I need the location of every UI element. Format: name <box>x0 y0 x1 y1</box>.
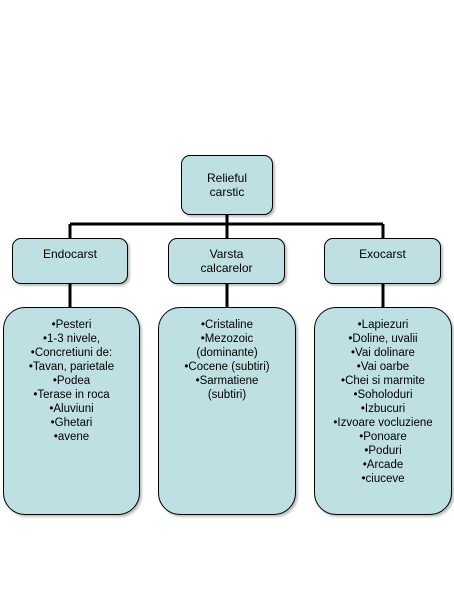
list-item: •Ponoare <box>359 431 407 443</box>
list-item: •Doline, uvalii <box>348 333 418 345</box>
list-item: •Aluviuni <box>49 403 94 415</box>
list-item: •Cocene (subtiri) <box>184 361 270 373</box>
list-item: •1-3 nivele, <box>42 333 101 345</box>
list-item: •Concretiuni de: <box>30 347 113 359</box>
branch-label-line: Varsta <box>209 247 244 261</box>
list-item: •Vai dolinare <box>351 347 415 359</box>
list-item: (subtiri) <box>207 389 247 401</box>
branch-label-line: calcarelor <box>200 261 253 275</box>
root-label-line: Relieful <box>206 171 248 185</box>
list-item: •Sarmatiene <box>195 375 259 387</box>
branch-label: Endocarst <box>42 247 98 261</box>
list-item: •Cristaline <box>201 319 253 331</box>
list-item: •Terase in roca <box>33 389 110 401</box>
list-item: •Tavan, parietale <box>28 361 115 373</box>
list-item: (dominante) <box>196 347 258 359</box>
root-label-line: carstic <box>209 185 245 199</box>
list-varsta-calcarelor: •Cristaline •Mezozoic (dominante) •Cocen… <box>158 307 296 515</box>
list-item: •Lapiezuri <box>357 319 409 331</box>
list-item: •Arcade <box>362 459 404 471</box>
list-item: •Vai oarbe <box>356 361 410 373</box>
branch-node-endocarst: Endocarst <box>12 238 128 284</box>
list-exocarst: •Lapiezuri •Doline, uvalii •Vai dolinare… <box>314 307 452 515</box>
list-item: •Ghetari <box>50 417 93 429</box>
list-item: •Podea <box>52 375 91 387</box>
list-item: •Izvoare vocluziene <box>333 417 433 429</box>
list-item: •Poduri <box>364 445 402 457</box>
list-item: •avene <box>53 431 90 443</box>
list-item: •Chei si marmite <box>341 375 425 387</box>
list-item: •Mezozoic <box>200 333 254 345</box>
root-node: Relieful carstic <box>181 155 273 215</box>
list-item: •Soholoduri <box>353 389 413 401</box>
branch-node-exocarst: Exocarst <box>324 238 441 284</box>
list-item: •Izbucuri <box>360 403 406 415</box>
branch-label: Exocarst <box>359 247 406 261</box>
branch-node-varsta-calcarelor: Varsta calcarelor <box>168 238 285 284</box>
list-endocarst: •Pesteri •1-3 nivele, •Concretiuni de: •… <box>3 307 140 515</box>
list-item: •ciuceve <box>361 473 405 485</box>
list-item: •Pesteri <box>51 319 92 331</box>
